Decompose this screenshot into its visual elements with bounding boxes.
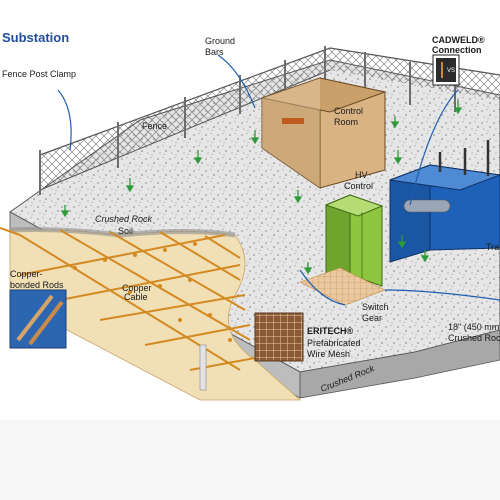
leader-lines [57, 54, 500, 306]
label-ground-bars-line2: Bars [205, 47, 224, 57]
label-copper-cable-line1: Copper [122, 283, 152, 293]
copper-grid [0, 227, 256, 371]
diagram-title: Substation [2, 30, 69, 45]
label-cadweld-line2: Connection [432, 45, 482, 55]
control-room [260, 77, 387, 189]
hv-control-cabinet [324, 194, 384, 287]
label-switch-gear-line1: Switch [362, 302, 389, 312]
label-depth-line2: Crushed Rock [448, 333, 500, 343]
label-fence-post-clamp: Fence Post Clamp [2, 69, 76, 79]
label-eritech-line2: Prefabricated [307, 338, 361, 348]
label-switch-gear-line2: Gear [362, 313, 382, 323]
label-cadweld-line1: CADWELD® [432, 35, 485, 45]
label-copper-rods-line1: Copper- [10, 269, 43, 279]
label-hv-control-line1: HV [355, 170, 368, 180]
transformer [389, 140, 500, 263]
label-ground-bars-line1: Ground [205, 36, 235, 46]
label-depth-line1: 18" (450 mm) [448, 322, 500, 332]
cadweld-badge: VS [447, 68, 455, 74]
label-control-room-line2: Room [334, 117, 358, 127]
label-eritech-line3: Wire Mesh [307, 349, 350, 359]
label-fence: Fence [142, 121, 167, 131]
label-transformer: Tra [486, 242, 499, 252]
label-hv-control-line2: Control [344, 181, 373, 191]
ground-arrows [60, 100, 463, 275]
label-copper-cable-line2: Cable [124, 292, 148, 302]
label-eritech-line1: ERITECH® [307, 326, 354, 336]
label-soil: Soil [118, 226, 133, 236]
label-copper-rods-line2: bonded Rods [10, 280, 64, 290]
label-crushed-rock: Crushed Rock [95, 214, 153, 224]
label-control-room-line1: Control [334, 106, 363, 116]
wire-mesh-inset [254, 312, 304, 362]
